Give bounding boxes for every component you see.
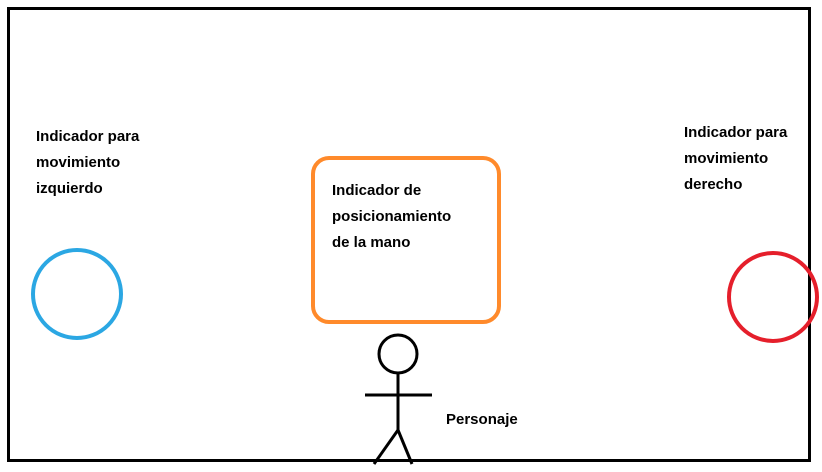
- character-label: Personaje: [446, 411, 518, 428]
- right-movement-indicator-circle: [727, 251, 819, 343]
- hand-position-indicator-box: [311, 156, 501, 324]
- right-movement-label: Indicador para movimiento derecho: [684, 124, 788, 193]
- stick-figure-icon: [365, 333, 432, 465]
- left-movement-label: Indicador para movimiento izquierdo: [36, 128, 140, 197]
- left-movement-indicator-circle: [31, 248, 123, 340]
- hand-position-label: Indicador de posicionamiento de la mano: [332, 182, 452, 251]
